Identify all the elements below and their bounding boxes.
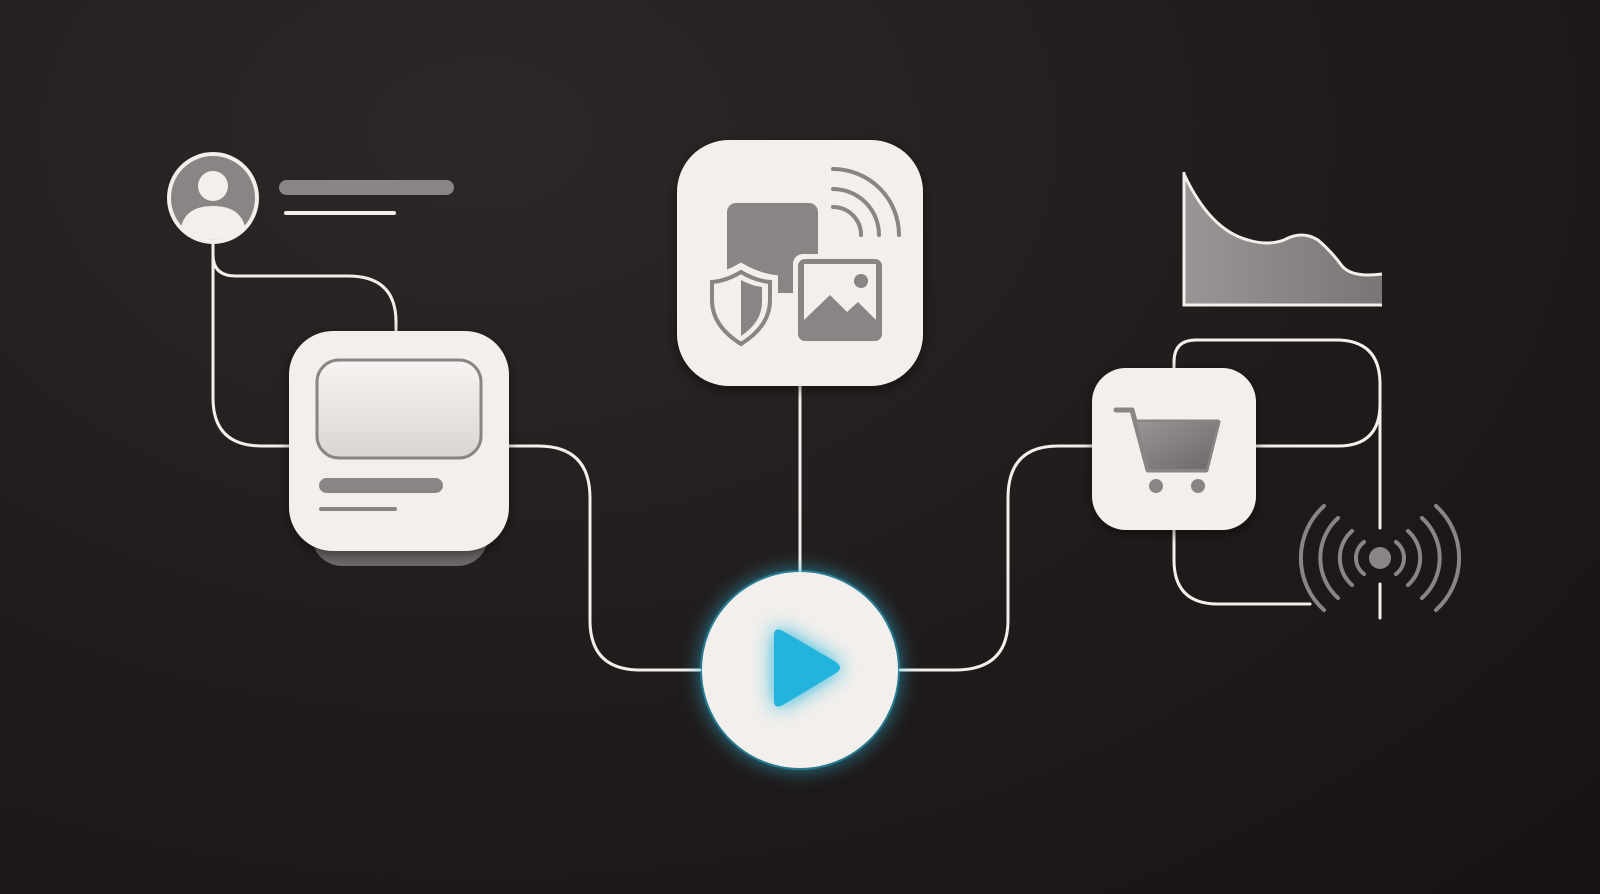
broadcast-icon [1298, 504, 1462, 612]
user-icon [181, 171, 245, 240]
play-icon [774, 629, 840, 707]
connector-cart-top-loop [1172, 338, 1382, 448]
shield-icon [704, 262, 778, 356]
connector-card-to-play [504, 444, 702, 672]
media-security-node[interactable] [677, 140, 923, 386]
user-profile-node[interactable] [167, 152, 454, 244]
user-name-placeholder-bar [279, 180, 454, 195]
connector-lines [211, 240, 1382, 672]
play-node[interactable] [700, 570, 900, 770]
connector-user-to-card [211, 240, 398, 334]
wifi-signal-icon [831, 167, 901, 237]
content-card-node[interactable] [289, 331, 509, 566]
card-subtitle-placeholder-line [319, 507, 397, 511]
card-title-placeholder-bar [319, 478, 443, 493]
area-chart-node [1182, 172, 1383, 307]
area-chart-icon [1184, 174, 1382, 304]
connector-user-to-card-left [211, 240, 294, 448]
shopping-cart-icon [1113, 407, 1221, 493]
user-subtitle-placeholder-line [284, 211, 396, 215]
area-chart-outline [1182, 173, 1383, 277]
card-screen-preview [315, 358, 483, 460]
connector-play-to-cart [898, 444, 1094, 672]
broadcast-center-dot [1369, 547, 1391, 569]
image-icon [793, 254, 887, 346]
broadcast-node [1298, 504, 1462, 620]
cart-node[interactable] [1092, 368, 1256, 530]
connector-cart-to-broadcast [1172, 528, 1312, 606]
area-chart-axes [1182, 172, 1382, 307]
